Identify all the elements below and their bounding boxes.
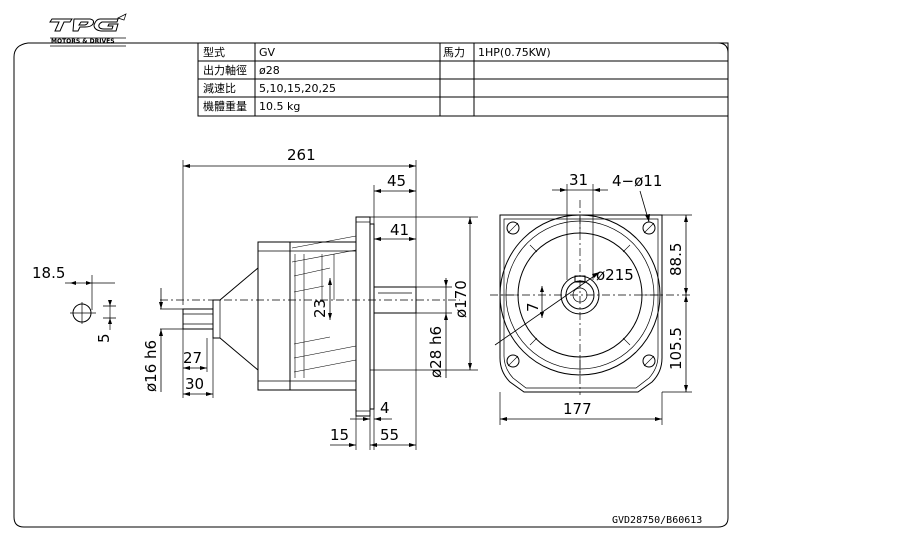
- drawing-border: [13, 42, 729, 528]
- dim-5: 5: [95, 333, 113, 343]
- spec-value-model: GV: [259, 46, 276, 59]
- side-view-dimensions: 261 45 41 23 ø170 ø28 h6: [142, 146, 478, 450]
- front-view: [490, 200, 690, 395]
- mounting-holes: [506, 221, 656, 368]
- dim-177: 177: [563, 400, 592, 418]
- dim-15: 15: [330, 426, 349, 444]
- dim-41: 41: [390, 221, 409, 239]
- dim-215: ø215: [596, 266, 634, 284]
- dim-55: 55: [380, 426, 399, 444]
- dim-261: 261: [287, 146, 316, 164]
- drawing-number: GVD28750/B60613: [612, 515, 702, 526]
- spec-value-weight: 10.5 kg: [259, 100, 300, 113]
- dim-16-h6: ø16 h6: [142, 340, 160, 392]
- keyway-detail: 18.5 5: [32, 264, 116, 343]
- spec-label-power: 馬力: [443, 46, 465, 59]
- dim-28-h6: ø28 h6: [427, 326, 445, 378]
- dim-27: 27: [183, 349, 202, 367]
- spec-label-ratio: 減速比: [203, 81, 236, 95]
- dim-18-5: 18.5: [32, 264, 65, 282]
- spec-value-power: 1HP(0.75KW): [478, 46, 551, 59]
- front-view-dimensions: 31 4−ø11 ø215 7 88.5 105.5 177: [494, 171, 692, 425]
- spec-table: 型式 GV 馬力 1HP(0.75KW) 出力軸徑 ø28 減速比 5,10,1…: [197, 42, 729, 117]
- dim-170: ø170: [452, 280, 470, 318]
- dim-31: 31: [569, 171, 588, 189]
- spec-value-ratio: 5,10,15,20,25: [259, 82, 336, 95]
- dim-45: 45: [387, 172, 406, 190]
- dim-30: 30: [185, 375, 204, 393]
- dim-88-5: 88.5: [667, 243, 685, 276]
- tpg-logo: MOTORS & DRIVES: [49, 13, 127, 47]
- dim-105-5: 105.5: [667, 327, 685, 370]
- spec-label-weight: 機體重量: [203, 99, 247, 113]
- motor-fins: [291, 235, 357, 378]
- dim-4: 4: [380, 399, 390, 417]
- dim-7: 7: [524, 302, 542, 312]
- dim-4-holes: 4−ø11: [612, 172, 662, 190]
- logo-mark-icon: [49, 13, 127, 32]
- spec-label-shaft: 出力軸徑: [203, 63, 247, 77]
- side-view: [160, 216, 460, 417]
- spec-value-shaft: ø28: [259, 64, 280, 77]
- dim-23: 23: [311, 299, 329, 318]
- logo-tagline: MOTORS & DRIVES: [51, 38, 115, 45]
- spec-label-model: 型式: [203, 45, 225, 59]
